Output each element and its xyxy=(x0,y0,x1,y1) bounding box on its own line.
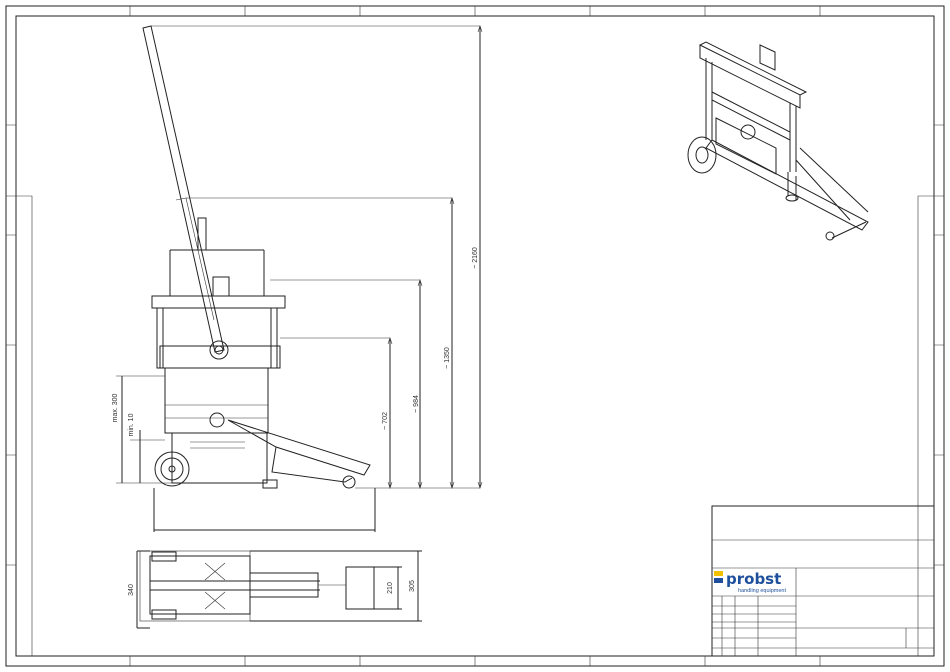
top-view: 340 210 305 xyxy=(128,551,422,628)
dimension-height-1350: ~ 1350 xyxy=(444,347,451,369)
dimension-width-210: 210 xyxy=(387,582,394,594)
sheet-frame xyxy=(6,6,944,666)
title-block: probst handling equipment xyxy=(712,506,934,656)
dimension-max-300: max. 300 xyxy=(112,393,119,422)
logo-accent-mark xyxy=(714,571,723,576)
dimension-min-10: min. 10 xyxy=(128,413,135,436)
side-view-dimensions: ~ 2160 ~ 1350 ~ 984 ~ 702 max. 300 min. … xyxy=(112,26,482,532)
dimension-height-702: ~ 702 xyxy=(382,412,389,430)
dimension-height-984: ~ 984 xyxy=(413,395,420,413)
isometric-view xyxy=(688,42,868,240)
dimension-total-height: ~ 2160 xyxy=(472,247,479,269)
brand-logo: probst xyxy=(726,570,781,588)
dimension-width-305: 305 xyxy=(409,580,416,592)
dimension-width-340: 340 xyxy=(128,584,135,596)
brand-tagline: handling equipment xyxy=(738,588,786,594)
side-view xyxy=(116,26,480,488)
